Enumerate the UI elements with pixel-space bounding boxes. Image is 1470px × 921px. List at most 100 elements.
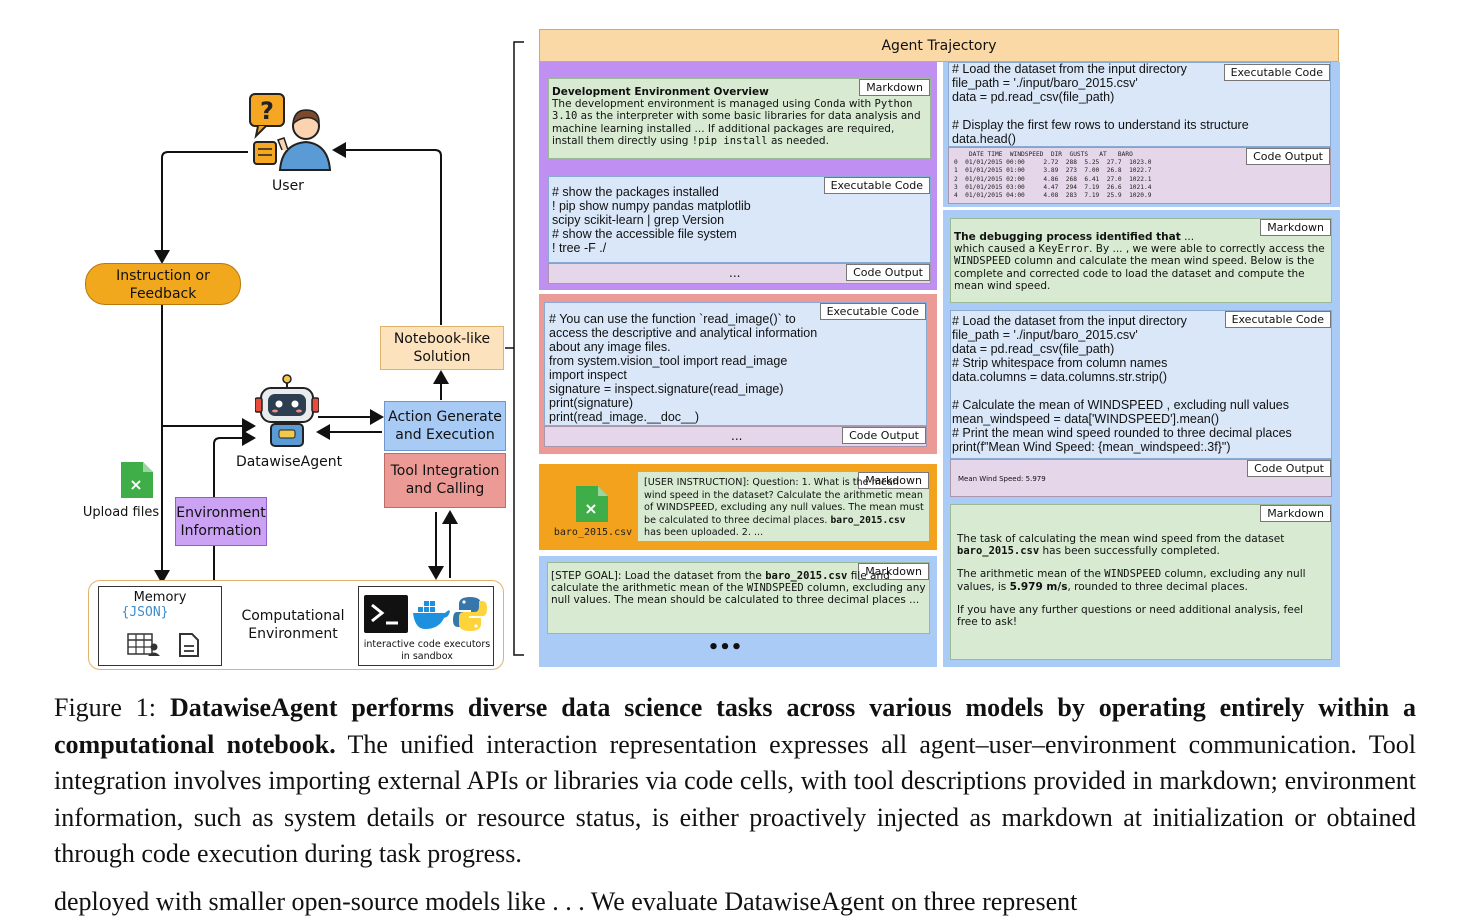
instruction-text2: has been uploaded. 2. ... [644,527,764,538]
code-output-tag: Code Output [842,427,926,444]
code-output-tag: Code Output [1247,460,1331,477]
debug-body1: which caused a [954,243,1039,256]
dev-env-body4: as needed. [767,134,829,147]
instruction-text: [USER INSTRUCTION]: Question: 1. What is… [644,477,924,540]
final-p2-col: WINDSPEED [1104,568,1162,581]
caption-prefix: Figure 1: [54,693,170,722]
debug-title-tail: ... [1180,231,1195,243]
final-p1a: The task of calculating the mean wind sp… [957,533,1285,545]
document-icon [179,633,199,657]
solution-label-line1: Notebook-like [393,331,491,347]
env-info-line1: Environment [176,505,266,521]
left-diagram-connectors [154,41,524,656]
debug-body2: . By ... , we were able to correctly acc… [1089,243,1325,256]
markdown-tag: Markdown [858,472,929,489]
agent-trajectory-header: Agent Trajectory [539,29,1339,62]
markdown-tag: Markdown [859,79,930,96]
excel-file-icon: × [576,486,608,522]
markdown-tag: Markdown [858,563,929,580]
instruction-label-line1: Instruction or [116,268,210,284]
tool-output-cell: Code Output ... [544,426,927,447]
step-goal-text2: file and calculate the arithmetic mean o… [551,570,890,595]
sandbox-box: interactive code executors in sandbox [358,586,494,666]
step-goal-text1: [STEP GOAL]: Load the dataset from the [551,570,766,582]
step-goal-markdown-cell: Markdown [STEP GOAL]: Load the dataset f… [547,562,930,634]
packages-output-ellipsis: ... [729,266,741,280]
excel-file-icon: × [119,460,155,500]
markdown-tag: Markdown [1260,219,1331,236]
env-info-line2: Information [180,523,262,539]
debug-body3: column and calculate the mean wind speed… [954,255,1315,292]
executors-label-line1: interactive code executors [363,639,491,650]
dev-env-pip: !pip install [691,134,768,147]
table-user-icon [127,633,160,656]
comp-env-line1: Computational [241,608,345,624]
fixed-code: # Load the dataset from the input direct… [952,314,1292,454]
tool-integration-node: Tool Integration and Calling [384,453,506,508]
action-label-line1: Action Generate [388,409,502,425]
user-label: User [272,178,304,194]
svg-text:×: × [129,475,142,494]
executors-label-line2: in sandbox [401,651,453,662]
docker-icon [413,601,450,629]
svg-text:?: ? [260,97,274,125]
tool-code-cell: Executable Code # You can use the functi… [544,302,927,426]
final-p1-file: baro_2015.csv [957,545,1040,558]
mean-output: Mean Wind Speed: 5.979 [958,475,1046,483]
executable-code-tag: Executable Code [1224,311,1331,328]
dev-env-text: Development Environment Overview The dev… [552,86,928,147]
environment-information-node: Environment Information [175,497,267,546]
dev-env-conda: Conda [813,98,846,111]
json-label: {JSON} [121,605,169,620]
memory-box: Memory {JSON} [98,586,222,666]
packages-code-cell: Executable Code # show the packages inst… [548,176,931,263]
packages-output-cell: Code Output ... [548,263,931,284]
dev-env-markdown-cell: Markdown Development Environment Overvie… [548,78,931,159]
instruction-text1: [USER INSTRUCTION]: Question: 1. What is… [644,477,924,526]
debug-text: The debugging process identified that ..… [954,231,1328,292]
step-goal-col: WINDSPEED [746,582,804,595]
tool-code: # You can use the function `read_image()… [549,312,818,424]
action-label-line2: and Execution [395,427,495,443]
dev-env-python: Python 3.10 [552,98,913,123]
code-output-tag: Code Output [846,264,930,281]
dev-env-body3: as the interpreter with some basic libra… [552,110,921,147]
code-output-tag: Code Output [1246,148,1330,165]
action-generate-node: Action Generate and Execution [384,401,506,451]
comp-env-line2: Environment [248,626,338,642]
user-icon [253,109,332,171]
executable-code-tag: Executable Code [1223,64,1330,81]
instruction-file: baro_2015.csv [830,514,906,526]
uploaded-file-name: baro_2015.csv [553,527,633,538]
final-p2b: column, excluding any null values, is [957,568,1306,593]
load-code-cell: Executable Code # Load the dataset from … [948,62,1331,147]
agent-trajectory-title: Agent Trajectory [881,38,997,54]
dev-env-title: Development Environment Overview [552,86,769,98]
agent-label: DatawiseAgent [235,454,343,470]
final-p2a: The arithmetic mean of the [957,568,1105,581]
dev-env-body1: The development environment is managed u… [552,98,814,111]
fixed-code-cell: Executable Code # Load the dataset from … [950,310,1332,459]
instruction-markdown-cell: Markdown [USER INSTRUCTION]: Question: 1… [637,471,930,542]
caption-rest: The unified interaction representation e… [54,729,1416,869]
packages-code: # show the packages installed ! pip show… [552,185,751,255]
debug-col: WINDSPEED [954,255,1011,268]
caption-bold: DatawiseAgent performs diverse data scie… [54,693,1416,759]
final-answer-text: The task of calculating the mean wind sp… [957,533,1327,628]
step-goal-text3: column, excluding any null values. The m… [551,582,926,607]
debug-title: The debugging process identified that [954,231,1181,243]
computational-environment-label: Computational Environment [230,607,356,643]
question-icon: ? [249,93,285,140]
executable-code-tag: Executable Code [819,303,926,320]
next-paragraph-line: deployed with smaller open-source models… [54,887,1078,916]
instruction-feedback-node: Instruction or Feedback [85,263,241,305]
memory-label: Memory [133,590,187,605]
robot-icon [254,374,320,448]
figure-caption: Figure 1: DatawiseAgent performs diverse… [54,690,1416,873]
executable-code-tag: Executable Code [823,177,930,194]
final-p2c: , rounded to three decimal places. [1067,580,1248,593]
solution-label-line2: Solution [413,349,471,365]
notebook-solution-node: Notebook-like Solution [380,326,504,370]
final-p2-val: 5.979 m/s [1009,580,1068,593]
mean-output-cell: Code Output Mean Wind Speed: 5.979 [950,459,1332,497]
